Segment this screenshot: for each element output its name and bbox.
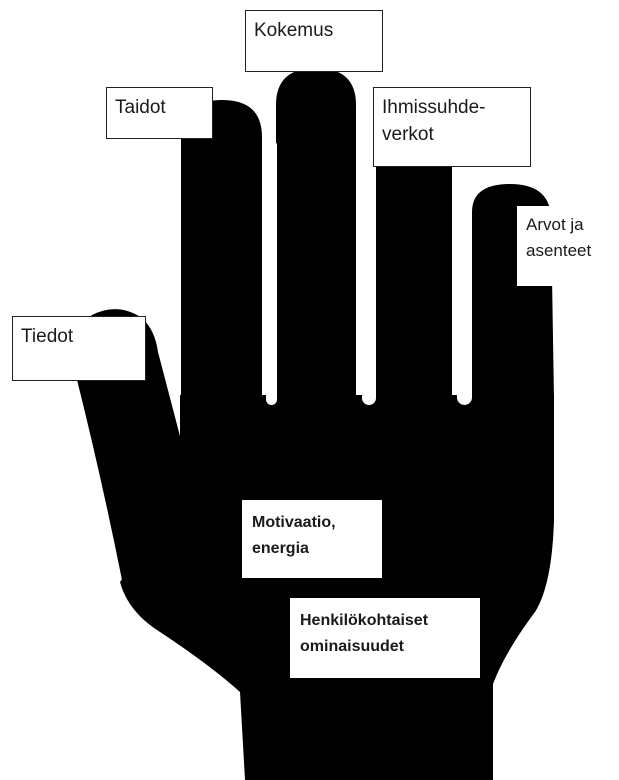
middle-finger-shape [276, 68, 356, 400]
label-ihmissuhdeverkot-line1: Ihmissuhde- [382, 94, 522, 121]
palm-shape [120, 395, 554, 780]
finger-gap-3 [457, 180, 472, 405]
label-henkilokohtaiset-ominaisuudet: Henkilökohtaiset ominaisuudet [290, 598, 480, 678]
label-arvot-line1: Arvot ja [526, 212, 610, 238]
label-kokemus: Kokemus [245, 10, 383, 72]
label-arvot-line2: asenteet [526, 238, 610, 264]
label-henkilokohtaiset-line2: ominaisuudet [300, 634, 470, 660]
label-henkilokohtaiset-line1: Henkilökohtaiset [300, 608, 470, 634]
label-motivaatio-line1: Motivaatio, [252, 510, 372, 536]
label-taidot: Taidot [106, 87, 213, 139]
label-motivaatio-line2: energia [252, 536, 372, 562]
finger-gap-2 [362, 150, 376, 405]
label-taidot-text: Taidot [115, 97, 166, 118]
label-kokemus-text: Kokemus [254, 20, 333, 41]
label-tiedot: Tiedot [12, 316, 146, 381]
label-tiedot-text: Tiedot [21, 326, 73, 347]
label-ihmissuhdeverkot: Ihmissuhde- verkot [373, 87, 531, 167]
index-finger-shape [181, 100, 262, 400]
label-arvot-ja-asenteet: Arvot ja asenteet [517, 206, 619, 286]
label-ihmissuhdeverkot-line2: verkot [382, 121, 522, 148]
label-motivaatio-energia: Motivaatio, energia [242, 500, 382, 578]
finger-gap-1 [266, 140, 277, 405]
